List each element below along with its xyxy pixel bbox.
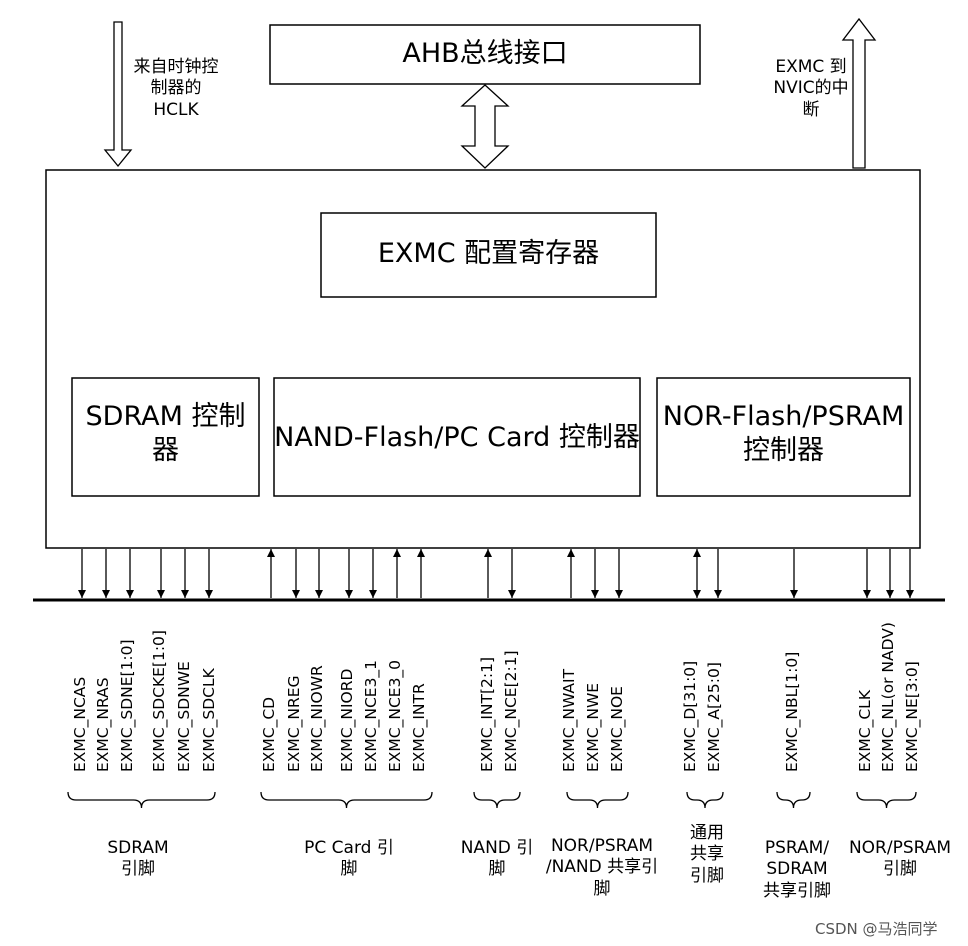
pin-label: EXMC_NBL[1:0] [783, 651, 801, 772]
pin-label: EXMC_CD [260, 696, 278, 772]
group-label-nor-psram: NOR/PSRAM 引脚 [848, 838, 952, 880]
group-brace [686, 791, 724, 809]
arrow-head [205, 590, 213, 598]
config-register-box [320, 212, 657, 298]
ahb-bidirectional-arrow [460, 84, 510, 169]
watermark: CSDN @马浩同学 [815, 920, 938, 938]
arrow-head [906, 590, 914, 598]
arrow-head [714, 590, 722, 598]
arrow-head [181, 590, 189, 598]
ahb-interface-box [269, 24, 701, 85]
arrow-head [790, 590, 798, 598]
pin-label: EXMC_NIOWR [308, 665, 326, 772]
nand-controller-box [273, 377, 641, 497]
sdram-controller-label: SDRAM 控制器 [85, 401, 246, 466]
arrow-head [886, 590, 894, 598]
pin-label: EXMC_SDCLK [200, 668, 218, 772]
group-label-pccard: PC Card 引脚 [304, 838, 394, 880]
arrow-head [567, 549, 575, 557]
arrow-head [417, 549, 425, 557]
pin-label: EXMC_D[31:0] [681, 660, 699, 772]
group-brace [566, 791, 629, 809]
group-braces [67, 791, 917, 809]
group-label-general-shared: 通用共享引脚 [690, 823, 724, 886]
arrow-head [615, 590, 623, 598]
group-brace [776, 791, 811, 809]
arrow-head [693, 590, 701, 598]
pin-label: EXMC_INTR [410, 683, 428, 772]
arrow-head [126, 590, 134, 598]
group-brace [856, 791, 917, 809]
arrow-head [863, 590, 871, 598]
pin-label: EXMC_NE[3:0] [903, 661, 921, 772]
arrow-head [292, 590, 300, 598]
group-brace [67, 791, 216, 809]
arrow-head [78, 590, 86, 598]
pin-label: EXMC_NRAS [94, 677, 112, 772]
pin-label: EXMC_NCE[2:1] [502, 650, 520, 772]
group-label-sdram: SDRAM 引脚 [107, 838, 169, 880]
pin-label: EXMC_NREG [285, 675, 303, 772]
interrupt-arrow [841, 17, 877, 169]
group-brace [260, 791, 433, 809]
arrow-head [102, 590, 110, 598]
arrow-head [369, 590, 377, 598]
pin-label: EXMC_NCAS [71, 676, 89, 772]
arrow-head [591, 590, 599, 598]
nand-controller-label: NAND-Flash/PC Card 控制器 [274, 422, 640, 453]
arrow-head [693, 549, 701, 557]
hclk-label: 来自时钟控制器的HCLK [133, 57, 219, 120]
hclk-arrow [103, 21, 133, 168]
pin-label: EXMC_SDCKE[1:0] [150, 630, 168, 772]
group-label-psram-sdram-shared: PSRAM/ SDRAM 共享引脚 [763, 838, 831, 901]
ahb-label: AHB总线接口 [402, 38, 568, 69]
pin-label: EXMC_SDNE[1:0] [118, 639, 136, 772]
arrow-head [484, 549, 492, 557]
interrupt-label: EXMC 到NVIC的中断 [773, 57, 849, 120]
pin-label: EXMC_NWAIT [560, 668, 578, 772]
pin-label: EXMC_NCE3_1 [362, 659, 380, 772]
config-register-label: EXMC 配置寄存器 [377, 238, 600, 269]
signal-arrows [78, 549, 914, 598]
arrow-head [315, 590, 323, 598]
arrow-head [267, 549, 275, 557]
group-label-nor-nand-shared: NOR/PSRAM /NAND 共享引脚 [545, 836, 659, 899]
pin-label: EXMC_INT[2:1] [478, 656, 496, 772]
pin-label: EXMC_NOE [608, 686, 626, 772]
sdram-controller-box [71, 377, 260, 497]
nor-controller-label: NOR-Flash/PSRAM 控制器 [662, 401, 905, 466]
nor-controller-box [656, 377, 911, 497]
pin-label: EXMC_NIORD [338, 668, 356, 772]
arrow-head [393, 549, 401, 557]
pin-label: EXMC_NL(or NADV) [879, 622, 897, 772]
pin-label: EXMC_NCE3_0 [386, 659, 404, 772]
arrow-head [345, 590, 353, 598]
pin-label: EXMC_NWE [584, 682, 602, 772]
pin-label: EXMC_CLK [856, 690, 874, 772]
group-brace [473, 791, 521, 809]
arrow-head [157, 590, 165, 598]
pin-label: EXMC_SDNWE [175, 661, 193, 772]
group-label-nand: NAND 引脚 [460, 838, 534, 880]
pin-label: EXMC_A[25:0] [705, 662, 723, 772]
arrow-head [508, 590, 516, 598]
